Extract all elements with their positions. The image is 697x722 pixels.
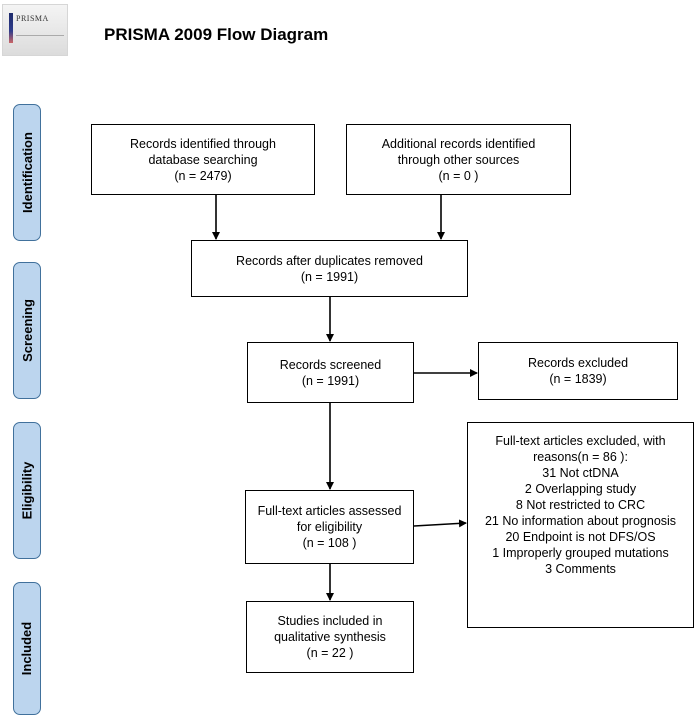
exclusion-reason: 31 Not ctDNA bbox=[542, 466, 619, 480]
box-assessed-count: (n = 108 ) bbox=[302, 536, 357, 550]
box-duplicates-line1: Records after duplicates removed bbox=[236, 253, 423, 268]
exclusion-reason: 2 Overlapping study bbox=[524, 482, 637, 496]
exclusion-reason: 20 Endpoint is not DFS/OS bbox=[505, 530, 656, 544]
box-fulltext-excluded-line1: Full-text articles excluded, with bbox=[495, 434, 666, 448]
box-database-count: (n = 2479) bbox=[174, 168, 232, 183]
box-records-screened: Records screened (n = 1991) bbox=[247, 342, 414, 403]
stage-screening: Screening bbox=[13, 262, 41, 399]
box-database-records: Records identified through database sear… bbox=[91, 124, 315, 195]
box-other-count: (n = 0 ) bbox=[438, 168, 479, 183]
box-assessed-line1: Full-text articles assessed bbox=[257, 504, 402, 518]
prisma-logo: PRISMA bbox=[2, 4, 68, 56]
box-studies-included: Studies included in qualitative synthesi… bbox=[246, 601, 414, 673]
box-included-line2: qualitative synthesis bbox=[274, 630, 386, 644]
box-other-line1: Additional records identified bbox=[381, 136, 536, 151]
box-fulltext-excluded: Full-text articles excluded, with reason… bbox=[467, 422, 694, 628]
box-excluded-line1: Records excluded bbox=[527, 356, 629, 370]
box-fulltext-assessed: Full-text articles assessed for eligibil… bbox=[245, 490, 414, 564]
box-other-sources: Additional records identified through ot… bbox=[346, 124, 571, 195]
box-database-line1: Records identified through bbox=[130, 136, 276, 151]
exclusion-reason: 8 Not restricted to CRC bbox=[515, 498, 646, 512]
box-screened-count: (n = 1991) bbox=[301, 373, 360, 388]
exclusion-reason: 21 No information about prognosis bbox=[484, 514, 677, 528]
box-included-count: (n = 22 ) bbox=[306, 646, 354, 660]
logo-rule bbox=[16, 35, 64, 36]
exclusion-reason: 3 Comments bbox=[545, 562, 616, 576]
box-included-line1: Studies included in bbox=[277, 614, 383, 628]
box-records-excluded: Records excluded (n = 1839) bbox=[478, 342, 678, 400]
box-screened-line1: Records screened bbox=[279, 357, 382, 372]
exclusion-reason: 1 Improperly grouped mutations bbox=[492, 546, 669, 560]
box-after-duplicates: Records after duplicates removed (n = 19… bbox=[191, 240, 468, 297]
logo-text: PRISMA bbox=[16, 14, 49, 23]
box-excluded-count: (n = 1839) bbox=[549, 372, 607, 386]
box-fulltext-excluded-line2: reasons(n = 86 ): bbox=[533, 450, 628, 464]
box-other-line2: through other sources bbox=[397, 152, 520, 167]
page-title: PRISMA 2009 Flow Diagram bbox=[104, 25, 329, 44]
logo-mark-icon bbox=[9, 13, 13, 43]
box-duplicates-count: (n = 1991) bbox=[300, 269, 359, 284]
stage-identification: Identification bbox=[13, 104, 41, 241]
stage-included: Included bbox=[13, 582, 41, 715]
stage-eligibility: Eligibility bbox=[13, 422, 41, 559]
arrow-fulltext-to-excluded bbox=[413, 519, 467, 528]
box-database-line2: database searching bbox=[148, 152, 258, 167]
box-assessed-line2: for eligibility bbox=[296, 520, 363, 534]
